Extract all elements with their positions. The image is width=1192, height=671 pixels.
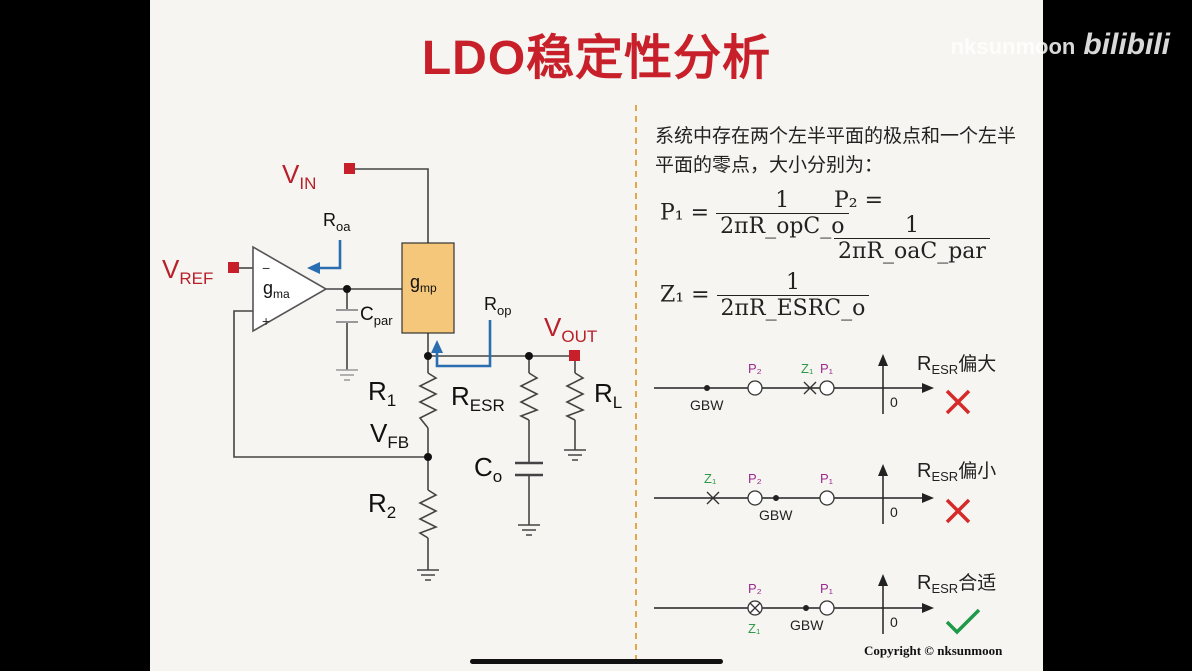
gmp-box	[401, 242, 455, 334]
r1-resistor	[418, 372, 438, 429]
z1-label: Z₁	[704, 471, 717, 486]
origin-label: 0	[890, 504, 898, 520]
vref-label: VREF	[162, 254, 213, 288]
roa-label: Roa	[323, 210, 351, 234]
description-text: 系统中存在两个左半平面的极点和一个左半平面的零点，大小分别为：	[655, 125, 1017, 176]
vout-terminal	[569, 350, 580, 361]
vin-terminal	[344, 163, 355, 174]
junction-dot	[525, 352, 533, 360]
junction-dot	[343, 285, 351, 293]
co-ground-icon	[518, 524, 540, 536]
junction-dot	[424, 352, 432, 360]
gma-label: gma	[263, 278, 290, 301]
case-label: RESR合适	[917, 572, 996, 596]
home-indicator-bar[interactable]	[470, 659, 723, 664]
rl-resistor	[565, 372, 585, 421]
rl-ground-icon	[564, 449, 586, 461]
cpar-ground-icon	[336, 369, 358, 381]
r2-resistor	[418, 489, 438, 539]
cpar-label: Cpar	[360, 304, 393, 328]
zero-z1	[706, 491, 720, 505]
case-label: RESR偏小	[917, 460, 996, 484]
cross-icon	[945, 389, 971, 415]
case-label: RESR偏大	[917, 353, 996, 377]
gbw-label: GBW	[790, 617, 824, 633]
p1-label: P₁	[820, 581, 834, 596]
pole-p1	[819, 490, 835, 506]
resr-label: RESR	[451, 381, 505, 415]
opamp-plus: +	[262, 313, 270, 329]
p2-label: P₂	[748, 471, 762, 486]
gbw-label: GBW	[690, 397, 724, 413]
roa-arrow	[316, 240, 342, 270]
z1-label: Z₁	[748, 621, 761, 636]
origin-label: 0	[890, 394, 898, 410]
gmp-label: gmp	[410, 272, 437, 295]
r2-label: R2	[368, 488, 396, 522]
rl-label: RL	[594, 378, 622, 412]
pole-p2	[747, 380, 763, 396]
vref-terminal	[228, 262, 239, 273]
z1-label: Z₁	[801, 361, 814, 376]
gbw-label: GBW	[759, 507, 793, 523]
bilibili-watermark: nksunmoon bilibili	[951, 28, 1170, 62]
cross-icon	[945, 498, 971, 524]
check-icon	[945, 608, 981, 635]
r2-ground-icon	[417, 569, 439, 581]
gbw-dot	[704, 385, 710, 391]
pz-diagram-3: P₂ Z₁ P₁ GBW 0 RESR合适	[654, 572, 996, 636]
pole-p1	[819, 380, 835, 396]
p2-label: P₂	[748, 581, 762, 596]
opamp-minus: −	[262, 260, 270, 276]
p1-label: P₁	[820, 471, 834, 486]
cpar-capacitor	[336, 309, 358, 323]
co-label: Co	[474, 452, 502, 486]
slide: LDO稳定性分析	[150, 0, 1043, 671]
origin-label: 0	[890, 614, 898, 630]
opamp-triangle	[252, 245, 328, 333]
zero-z1	[803, 381, 817, 395]
zero-z1	[749, 602, 761, 614]
pz-diagram-1: P₂ Z₁ P₁ GBW 0 RESR偏大	[654, 353, 996, 415]
gbw-dot	[803, 605, 809, 611]
p1-label: P₁	[820, 361, 834, 376]
copyright-text: Copyright © nksunmoon	[864, 643, 1003, 658]
rop-arrowhead	[431, 340, 443, 353]
resr-resistor	[519, 372, 539, 421]
rop-label: Rop	[484, 294, 511, 318]
watermark-text: nksunmoon	[950, 34, 1076, 59]
pole-p1	[819, 600, 835, 616]
vfb-label: VFB	[370, 418, 409, 452]
gbw-dot	[773, 495, 779, 501]
roa-arrowhead	[307, 262, 320, 274]
r1-label: R1	[368, 376, 396, 410]
vin-label: VIN	[282, 159, 316, 193]
p2-label: P₂	[748, 361, 762, 376]
vout-label: VOUT	[544, 312, 597, 346]
schematic-and-diagrams: − + gma gmp VIN VREF VOUT Roa Rop Cpar R…	[162, 105, 996, 660]
bilibili-logo-icon: bilibili	[1083, 28, 1170, 61]
pole-p2	[747, 490, 763, 506]
slide-title: LDO稳定性分析	[421, 32, 772, 85]
co-capacitor	[515, 461, 543, 477]
pz-diagram-2: Z₁ P₂ P₁ GBW 0 RESR偏小	[654, 460, 996, 524]
rop-arrow	[435, 320, 492, 368]
junction-dot	[424, 453, 432, 461]
